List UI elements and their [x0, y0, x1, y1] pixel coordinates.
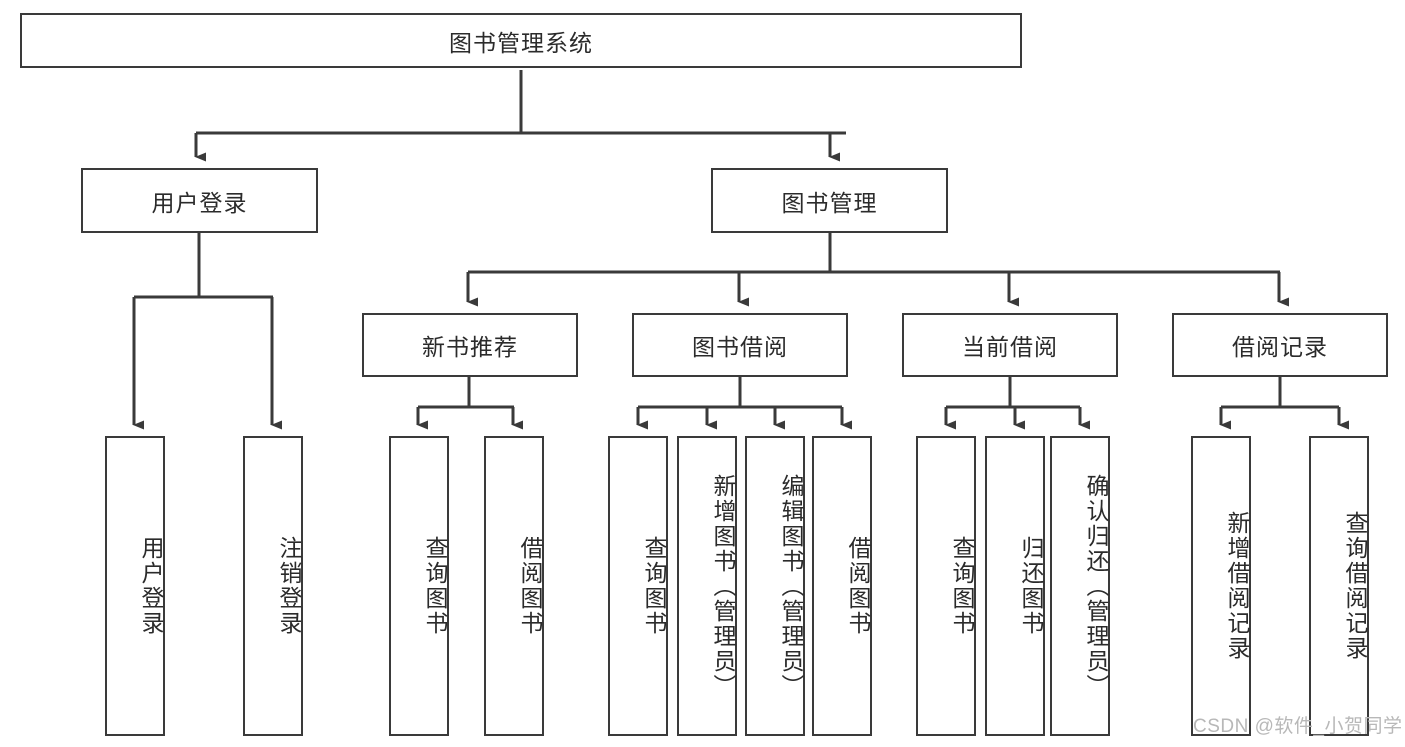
- leaf-borrow-record-0-label: 新增借阅记录: [1224, 511, 1250, 661]
- leaf-current-borrow-1-label: 归还图书: [1018, 536, 1044, 636]
- node-book-management-label: 图书管理: [781, 189, 878, 216]
- node-book-management[interactable]: 图书管理: [711, 168, 948, 233]
- leaf-current-borrow-0-label: 查询图书: [949, 536, 975, 636]
- node-current-borrow[interactable]: 当前借阅: [902, 313, 1118, 377]
- leaf-new-book-0[interactable]: 查询图书: [389, 436, 449, 736]
- leaf-book-borrow-2-label: 编辑图书（管理员）: [778, 473, 804, 699]
- leaf-book-borrow-3-label: 借阅图书: [845, 536, 871, 636]
- leaf-borrow-record-0[interactable]: 新增借阅记录: [1191, 436, 1251, 736]
- leaf-book-borrow-0-label: 查询图书: [641, 536, 667, 636]
- node-book-borrow-label: 图书借阅: [692, 334, 788, 360]
- leaf-user-login-1-label: 注销登录: [276, 536, 302, 636]
- node-user-login-label: 用户登录: [151, 189, 248, 216]
- leaf-book-borrow-1-label: 新增图书（管理员）: [710, 473, 736, 699]
- leaf-new-book-1[interactable]: 借阅图书: [484, 436, 544, 736]
- leaf-borrow-record-1-label: 查询借阅记录: [1342, 511, 1368, 661]
- leaf-book-borrow-0[interactable]: 查询图书: [608, 436, 668, 736]
- node-new-book-recommend-label: 新书推荐: [422, 334, 518, 360]
- node-borrow-record[interactable]: 借阅记录: [1172, 313, 1388, 377]
- leaf-borrow-record-1[interactable]: 查询借阅记录: [1309, 436, 1369, 736]
- leaf-new-book-0-label: 查询图书: [422, 536, 448, 636]
- node-new-book-recommend[interactable]: 新书推荐: [362, 313, 578, 377]
- leaf-user-login-0-label: 用户登录: [138, 536, 164, 636]
- leaf-book-borrow-1[interactable]: 新增图书（管理员）: [677, 436, 737, 736]
- watermark: CSDN @软件_小贺同学: [1193, 716, 1403, 737]
- leaf-current-borrow-2-label: 确认归还（管理员）: [1083, 473, 1109, 699]
- leaf-user-login-0[interactable]: 用户登录: [105, 436, 165, 736]
- node-root[interactable]: 图书管理系统: [20, 13, 1022, 68]
- node-book-borrow[interactable]: 图书借阅: [632, 313, 848, 377]
- leaf-book-borrow-3[interactable]: 借阅图书: [812, 436, 872, 736]
- node-borrow-record-label: 借阅记录: [1232, 334, 1328, 360]
- node-user-login[interactable]: 用户登录: [81, 168, 318, 233]
- node-root-label: 图书管理系统: [449, 29, 593, 56]
- leaf-new-book-1-label: 借阅图书: [517, 536, 543, 636]
- leaf-current-borrow-0[interactable]: 查询图书: [916, 436, 976, 736]
- leaf-book-borrow-2[interactable]: 编辑图书（管理员）: [745, 436, 805, 736]
- leaf-current-borrow-2[interactable]: 确认归还（管理员）: [1050, 436, 1110, 736]
- leaf-user-login-1[interactable]: 注销登录: [243, 436, 303, 736]
- node-current-borrow-label: 当前借阅: [962, 334, 1058, 360]
- leaf-current-borrow-1[interactable]: 归还图书: [985, 436, 1045, 736]
